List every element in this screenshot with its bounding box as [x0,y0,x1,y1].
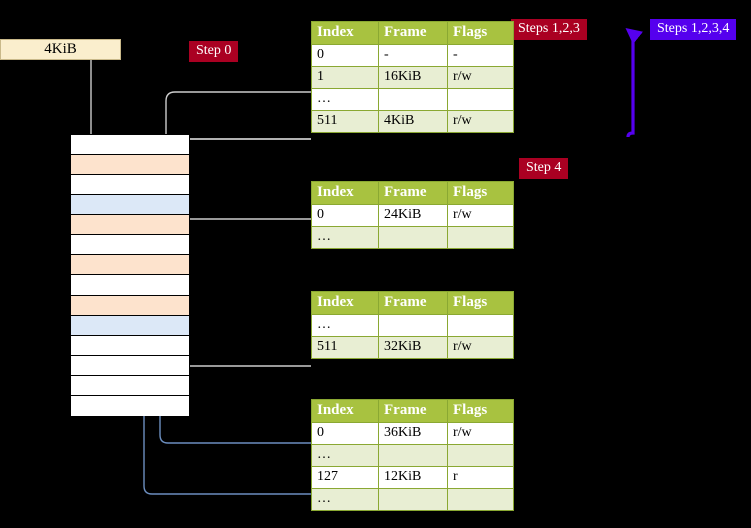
memory-size-label: 4KiB [0,39,121,60]
cell-flags: r/w [447,336,514,359]
badge-step-4: Step 4 [519,158,569,179]
cell-frame [378,444,448,467]
cell-flags: r/w [447,204,514,227]
badge-steps-1-2-3-4: Steps 1,2,3,4 [650,19,737,40]
column-header-flags: Flags [447,399,514,423]
cell-index: 0 [311,204,379,227]
cell-frame: 16KiB [378,66,448,89]
memory-frame-row [71,295,189,316]
cell-index: 127 [311,466,379,489]
memory-frame-row [71,275,189,296]
arrow-steps-1234 [625,28,643,138]
cell-frame: - [378,44,448,67]
column-header-flags: Flags [447,291,514,315]
cell-index: 511 [311,110,379,133]
memory-frame-row [71,235,189,256]
table-row: … [311,226,514,249]
cell-index: … [311,488,379,511]
memory-frame-row [71,135,189,156]
cell-frame: 32KiB [378,336,448,359]
memory-frame-row [71,155,189,176]
cell-flags: r/w [447,66,514,89]
cell-flags: r [447,466,514,489]
column-header-index: Index [311,399,379,423]
column-header-index: Index [311,21,379,45]
memory-frame-row [71,315,189,336]
column-header-frame: Frame [378,181,448,205]
cell-flags [447,488,514,511]
memory-frame-row [71,215,189,236]
memory-frame-row [71,195,189,216]
cell-frame [378,314,448,337]
memory-frame-row [71,375,189,396]
column-header-flags: Flags [447,21,514,45]
table-row: … [311,314,514,337]
column-header-index: Index [311,181,379,205]
cell-flags [447,444,514,467]
wire-l3-0-to-memory [174,218,311,264]
cell-index: … [311,88,379,111]
column-header-frame: Frame [378,399,448,423]
cell-flags: r/w [447,422,514,445]
column-header-flags: Flags [447,181,514,205]
memory-frame-row [71,335,189,356]
wire-l2-511-to-memory [174,318,311,367]
cell-flags [447,314,514,337]
column-header-frame: Frame [378,21,448,45]
cell-frame [378,88,448,111]
cell-frame: 36KiB [378,422,448,445]
table-row: 0-- [311,44,514,67]
memory-frame-row [71,175,189,196]
cell-index: … [311,226,379,249]
cell-frame: 4KiB [378,110,448,133]
memory-frame-row [71,395,189,416]
memory-frame-row [71,355,189,376]
cell-flags: - [447,44,514,67]
cell-flags [447,88,514,111]
cell-index: 0 [311,44,379,67]
cell-flags [447,226,514,249]
cell-index: 1 [311,66,379,89]
cell-frame [378,226,448,249]
cell-flags: r/w [447,110,514,133]
memory-frame-row [71,255,189,276]
column-header-frame: Frame [378,291,448,315]
badge-steps-1-2-3: Steps 1,2,3 [511,19,587,40]
cell-index: 511 [311,336,379,359]
table-row: … [311,444,514,467]
cell-frame: 12KiB [378,466,448,489]
cell-index: … [311,444,379,467]
table-row: … [311,88,514,111]
cell-frame: 24KiB [378,204,448,227]
wire-memory-to-l4 [174,138,311,162]
badge-step-0: Step 0 [189,41,239,62]
cell-index: … [311,314,379,337]
column-header-index: Index [311,291,379,315]
cell-frame [378,488,448,511]
table-row: … [311,488,514,511]
physical-memory-column [70,134,190,416]
cell-index: 0 [311,422,379,445]
